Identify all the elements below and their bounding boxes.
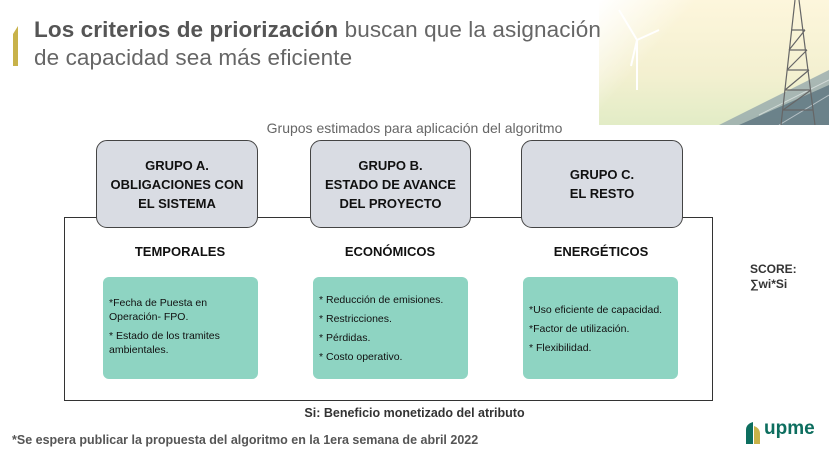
criteria-item: * Flexibilidad. xyxy=(529,342,592,354)
group-a-line-3: EL SISTEMA xyxy=(138,195,216,211)
page-title: Los criterios de priorización buscan que… xyxy=(34,16,601,72)
logo-text: upme xyxy=(764,418,815,439)
group-c-criteria-card: *Uso eficiente de capacidad. *Factor de … xyxy=(523,277,678,379)
title-accent-bar xyxy=(13,26,18,66)
criteria-item: * Pérdidas. xyxy=(319,332,371,344)
criteria-item: * Costo operativo. xyxy=(319,351,403,363)
group-a-line-1: GRUPO A. xyxy=(145,157,209,173)
criteria-item: *Fecha de Puesta en xyxy=(109,297,208,309)
title-bold: Los criterios de priorización xyxy=(34,17,339,42)
group-b-line-3: DEL PROYECTO xyxy=(339,195,442,211)
diagram-subtitle: Grupos estimados para aplicación del alg… xyxy=(266,120,563,136)
category-temporales: TEMPORALES xyxy=(134,244,226,259)
criteria-item: * Estado de los tramites xyxy=(109,330,220,342)
criteria-item: ambientales. xyxy=(109,344,169,356)
score-expression: ∑wi*Si xyxy=(750,277,788,291)
title-rest: buscan que la asignación xyxy=(344,17,601,42)
category-economicos: ECONÓMICOS xyxy=(344,244,436,259)
group-b-criteria-card: * Reducción de emisiones. * Restriccione… xyxy=(313,277,468,379)
title-line-2: de capacidad sea más eficiente xyxy=(34,45,353,70)
criteria-item: * Reducción de emisiones. xyxy=(319,294,444,306)
criteria-item: Operación- FPO. xyxy=(109,311,189,323)
criteria-item: *Factor de utilización. xyxy=(529,323,630,335)
wind-turbine-solar-photo xyxy=(599,0,829,125)
publication-note: *Se espera publicar la propuesta del alg… xyxy=(12,433,479,447)
upme-leaf-icon xyxy=(746,422,760,444)
group-a-box: GRUPO A. OBLIGACIONES CON EL SISTEMA xyxy=(96,140,258,228)
group-c-line-1: GRUPO C. xyxy=(569,167,635,182)
category-energeticos: ENERGÉTICOS xyxy=(553,244,649,259)
group-c-line-2: EL RESTO xyxy=(569,186,635,201)
group-a-criteria-card: *Fecha de Puesta en Operación- FPO. * Es… xyxy=(103,277,258,379)
attribute-footnote: Si: Beneficio monetizado del atributo xyxy=(304,406,525,420)
score-label: SCORE: xyxy=(750,262,797,276)
upme-logo: upme xyxy=(744,418,815,446)
criteria-item: * Restricciones. xyxy=(319,313,392,325)
group-b-line-2: ESTADO DE AVANCE xyxy=(325,176,456,192)
criteria-item: *Uso eficiente de capacidad. xyxy=(529,304,663,316)
group-c-box: GRUPO C. EL RESTO xyxy=(521,140,683,228)
group-b-box: GRUPO B. ESTADO DE AVANCE DEL PROYECTO xyxy=(310,140,471,228)
group-b-line-1: GRUPO B. xyxy=(358,157,423,173)
score-formula: SCORE: ∑wi*Si xyxy=(750,262,797,292)
group-a-line-2: OBLIGACIONES CON xyxy=(110,176,244,192)
